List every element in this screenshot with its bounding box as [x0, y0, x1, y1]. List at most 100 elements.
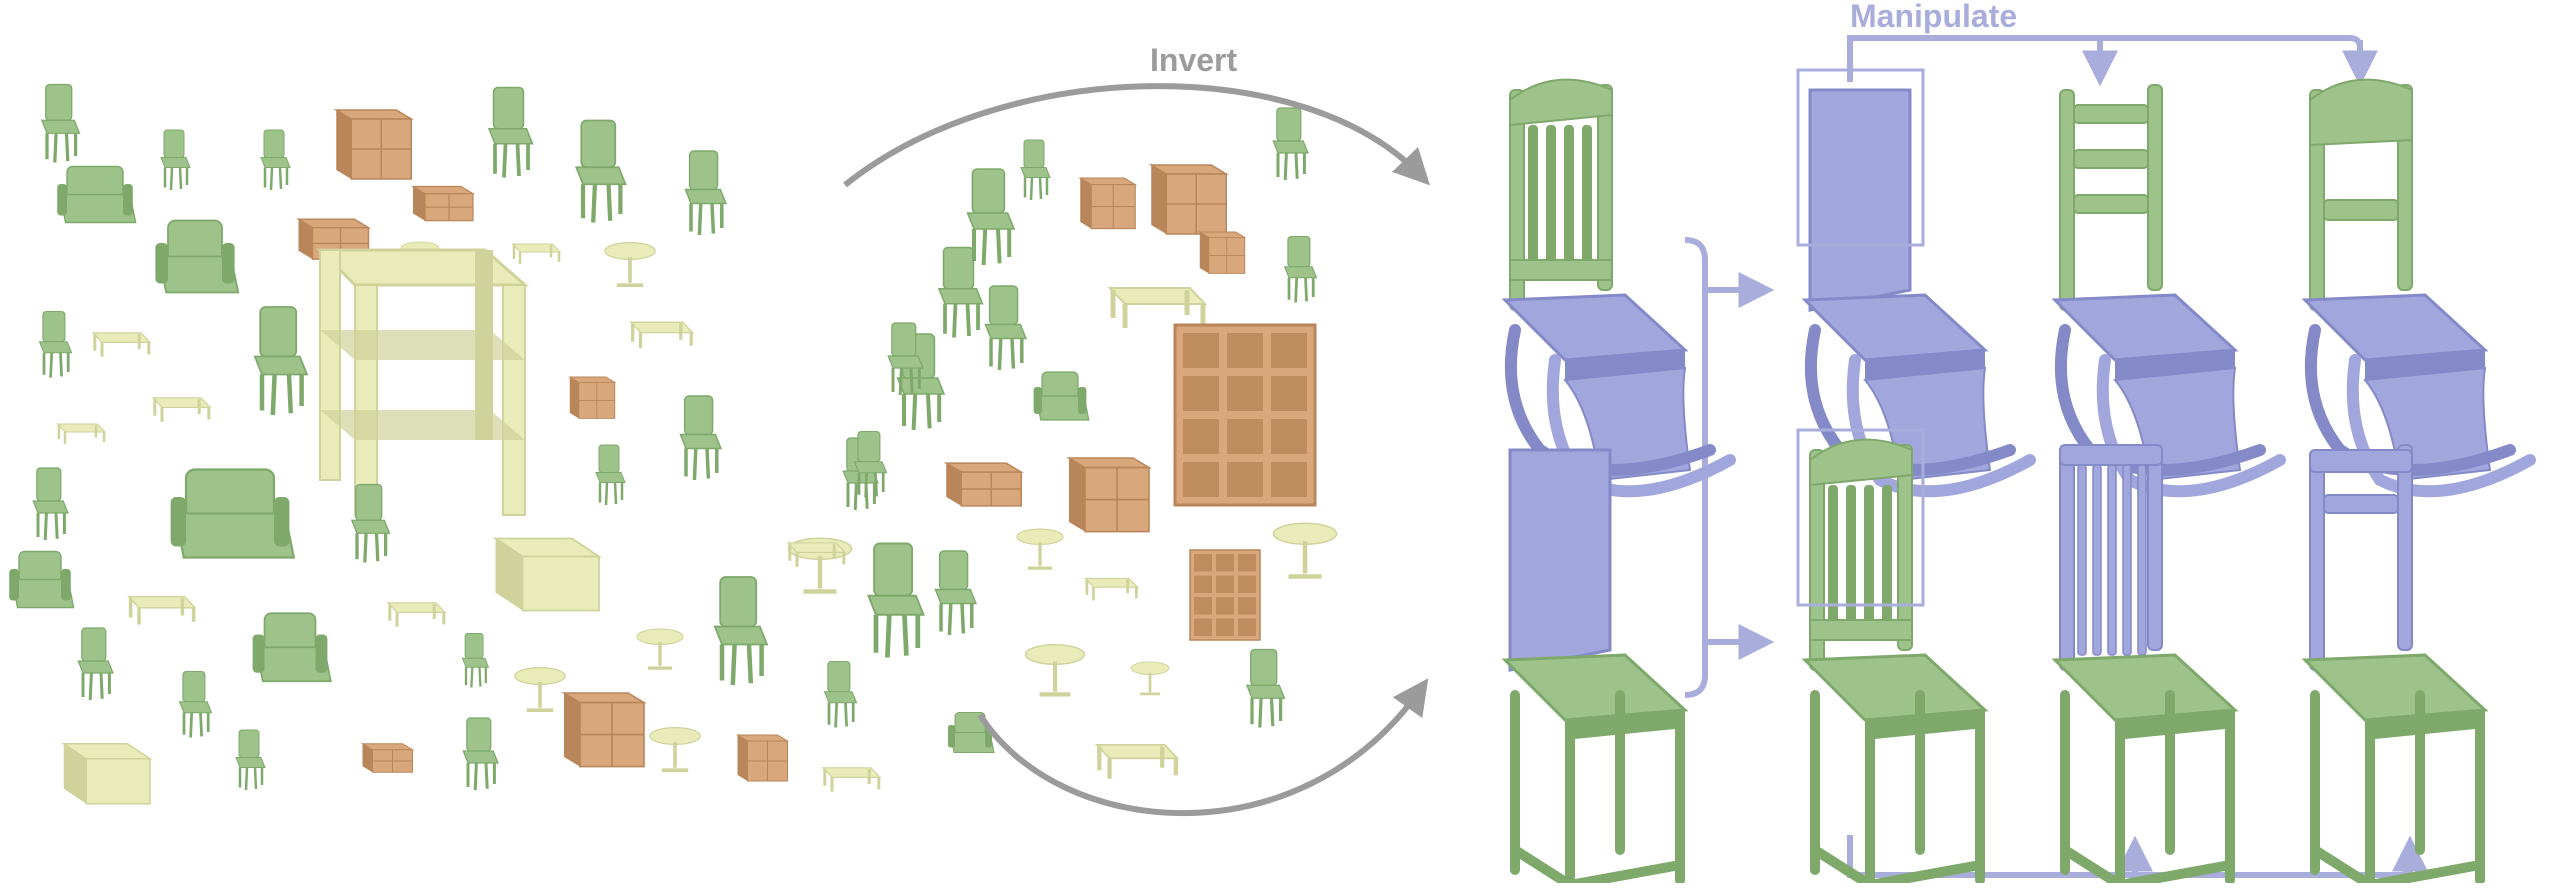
shape-chair-27: [350, 483, 391, 563]
manipulate-arrow-top: [1847, 35, 2363, 82]
shape-chair-51: [937, 246, 984, 338]
shape-chair-48: [866, 542, 925, 658]
output-chair-1-3: [2301, 78, 2536, 498]
shape-chair-6: [574, 119, 627, 223]
invert-arrow-top: [843, 83, 1430, 188]
shape-chair-22: [679, 395, 723, 481]
shape-chair-14: [38, 310, 73, 378]
shape-chair-34: [461, 633, 490, 688]
output-chair-1-3-back: [2309, 78, 2413, 311]
shape-chair-3: [260, 129, 291, 191]
output-chair-2-2-back: [2059, 444, 2163, 671]
shape-chair-46: [823, 660, 858, 728]
invert-arrow-bottom: [977, 678, 1429, 817]
shape-chair-58: [1283, 235, 1318, 303]
shape-shelf-63: [1173, 323, 1317, 507]
shape-coffee-77: [1094, 743, 1180, 779]
shape-chair-39: [235, 729, 266, 791]
shape-chair-25: [32, 467, 69, 541]
shape-chair-64: [853, 430, 888, 498]
input-chair-2-back: [1508, 448, 1612, 672]
shape-coffee-19: [151, 397, 212, 422]
output-chair-2-2-seat: [2051, 653, 2239, 888]
input-chair-2-seat: [1501, 653, 1689, 888]
input-chair-1: [1501, 78, 1736, 498]
output-chair-1-3-seat: [2301, 293, 2536, 498]
shape-chair-2: [160, 129, 191, 191]
output-chair-2-1-back: [1809, 438, 1913, 671]
shape-chair-0: [40, 83, 81, 163]
shape-box-38: [61, 743, 153, 805]
shape-chair-32: [77, 627, 114, 701]
shape-chair-23: [595, 444, 626, 506]
shape-shelf-71: [1189, 549, 1261, 641]
output-chair-2-2: [2051, 444, 2239, 888]
shape-cabinet-44: [735, 734, 790, 782]
shape-chair-16: [253, 306, 309, 416]
shape-stool-42: [649, 726, 701, 773]
shape-cabinet-56: [1198, 231, 1247, 274]
shape-stool-72: [1272, 522, 1338, 579]
shape-chair-57: [1272, 107, 1309, 181]
shape-stool-35: [514, 666, 566, 713]
shape-desk-40: [360, 743, 415, 773]
output-chair-2-3: [2301, 444, 2489, 888]
shape-collection: [9, 83, 1338, 805]
shape-coffee-45: [821, 767, 882, 792]
shape-sofa-24: [170, 468, 296, 559]
shape-desk-65: [943, 462, 1024, 507]
shape-cabinet-66: [1066, 457, 1152, 533]
shape-armchair-76: [948, 712, 995, 753]
shape-coffee-70: [1083, 577, 1139, 601]
shape-chair-68: [934, 550, 978, 636]
shape-armchair-26: [9, 550, 75, 609]
shape-coffee-59: [1107, 287, 1208, 328]
output-chair-1-1-edit-box: [1796, 68, 1925, 247]
shape-stool-13: [604, 241, 656, 288]
chair-panel: [1501, 68, 2536, 888]
shape-coffee-20: [56, 423, 107, 444]
shape-chair-7: [684, 150, 728, 236]
shape-cabinet-21: [568, 376, 617, 419]
shape-cabinet-4: [333, 109, 414, 180]
input-chair-1-back: [1509, 78, 1613, 311]
output-chair-2-1-seat: [1801, 653, 1989, 888]
output-chair-2-3-seat: [2301, 653, 2489, 888]
output-chair-1-1-back: [1808, 88, 1912, 312]
shape-chair-75: [1245, 648, 1286, 728]
output-chair-1-1: [1796, 68, 2036, 498]
shape-chair-43: [713, 576, 769, 686]
shape-box-28: [492, 537, 602, 612]
shape-stool-69: [1016, 528, 1064, 570]
shape-chair-53: [1020, 139, 1051, 201]
shape-stool-74: [1130, 661, 1170, 696]
shape-sofa-1: [57, 165, 137, 224]
shape-chair-61: [887, 322, 924, 396]
shape-armchair-8: [155, 219, 240, 294]
shape-chair-33: [178, 670, 213, 738]
output-chair-2-3-back: [2309, 444, 2413, 671]
shape-chair-60: [984, 285, 1028, 371]
shape-stool-36: [636, 628, 684, 670]
output-chair-1-1-seat: [1801, 293, 2036, 498]
shape-cabinet-55: [1148, 164, 1229, 235]
output-chair-1-2: [2051, 84, 2286, 498]
shape-coffee-15: [91, 332, 152, 357]
shape-coffee-67: [786, 542, 847, 567]
shape-coffee-18: [629, 321, 695, 349]
manipulate-label: Manipulate: [1850, 0, 2018, 34]
shape-chair-5: [487, 86, 534, 178]
output-chair-2-1-edit-box: [1796, 428, 1925, 607]
shape-cabinet-37: [561, 692, 647, 768]
shape-stool-73: [1024, 644, 1086, 697]
shape-cabinet-54: [1078, 177, 1138, 230]
shape-desk-10: [410, 185, 476, 222]
input-chair-2: [1501, 448, 1689, 888]
shape-chair-41: [462, 717, 499, 791]
output-chair-2-1: [1796, 428, 1989, 888]
shape-armchair-31: [252, 612, 332, 683]
shape-coffee-12: [511, 243, 562, 264]
shape-armchair-62: [1033, 371, 1090, 421]
shape-coffee-29: [126, 595, 197, 625]
